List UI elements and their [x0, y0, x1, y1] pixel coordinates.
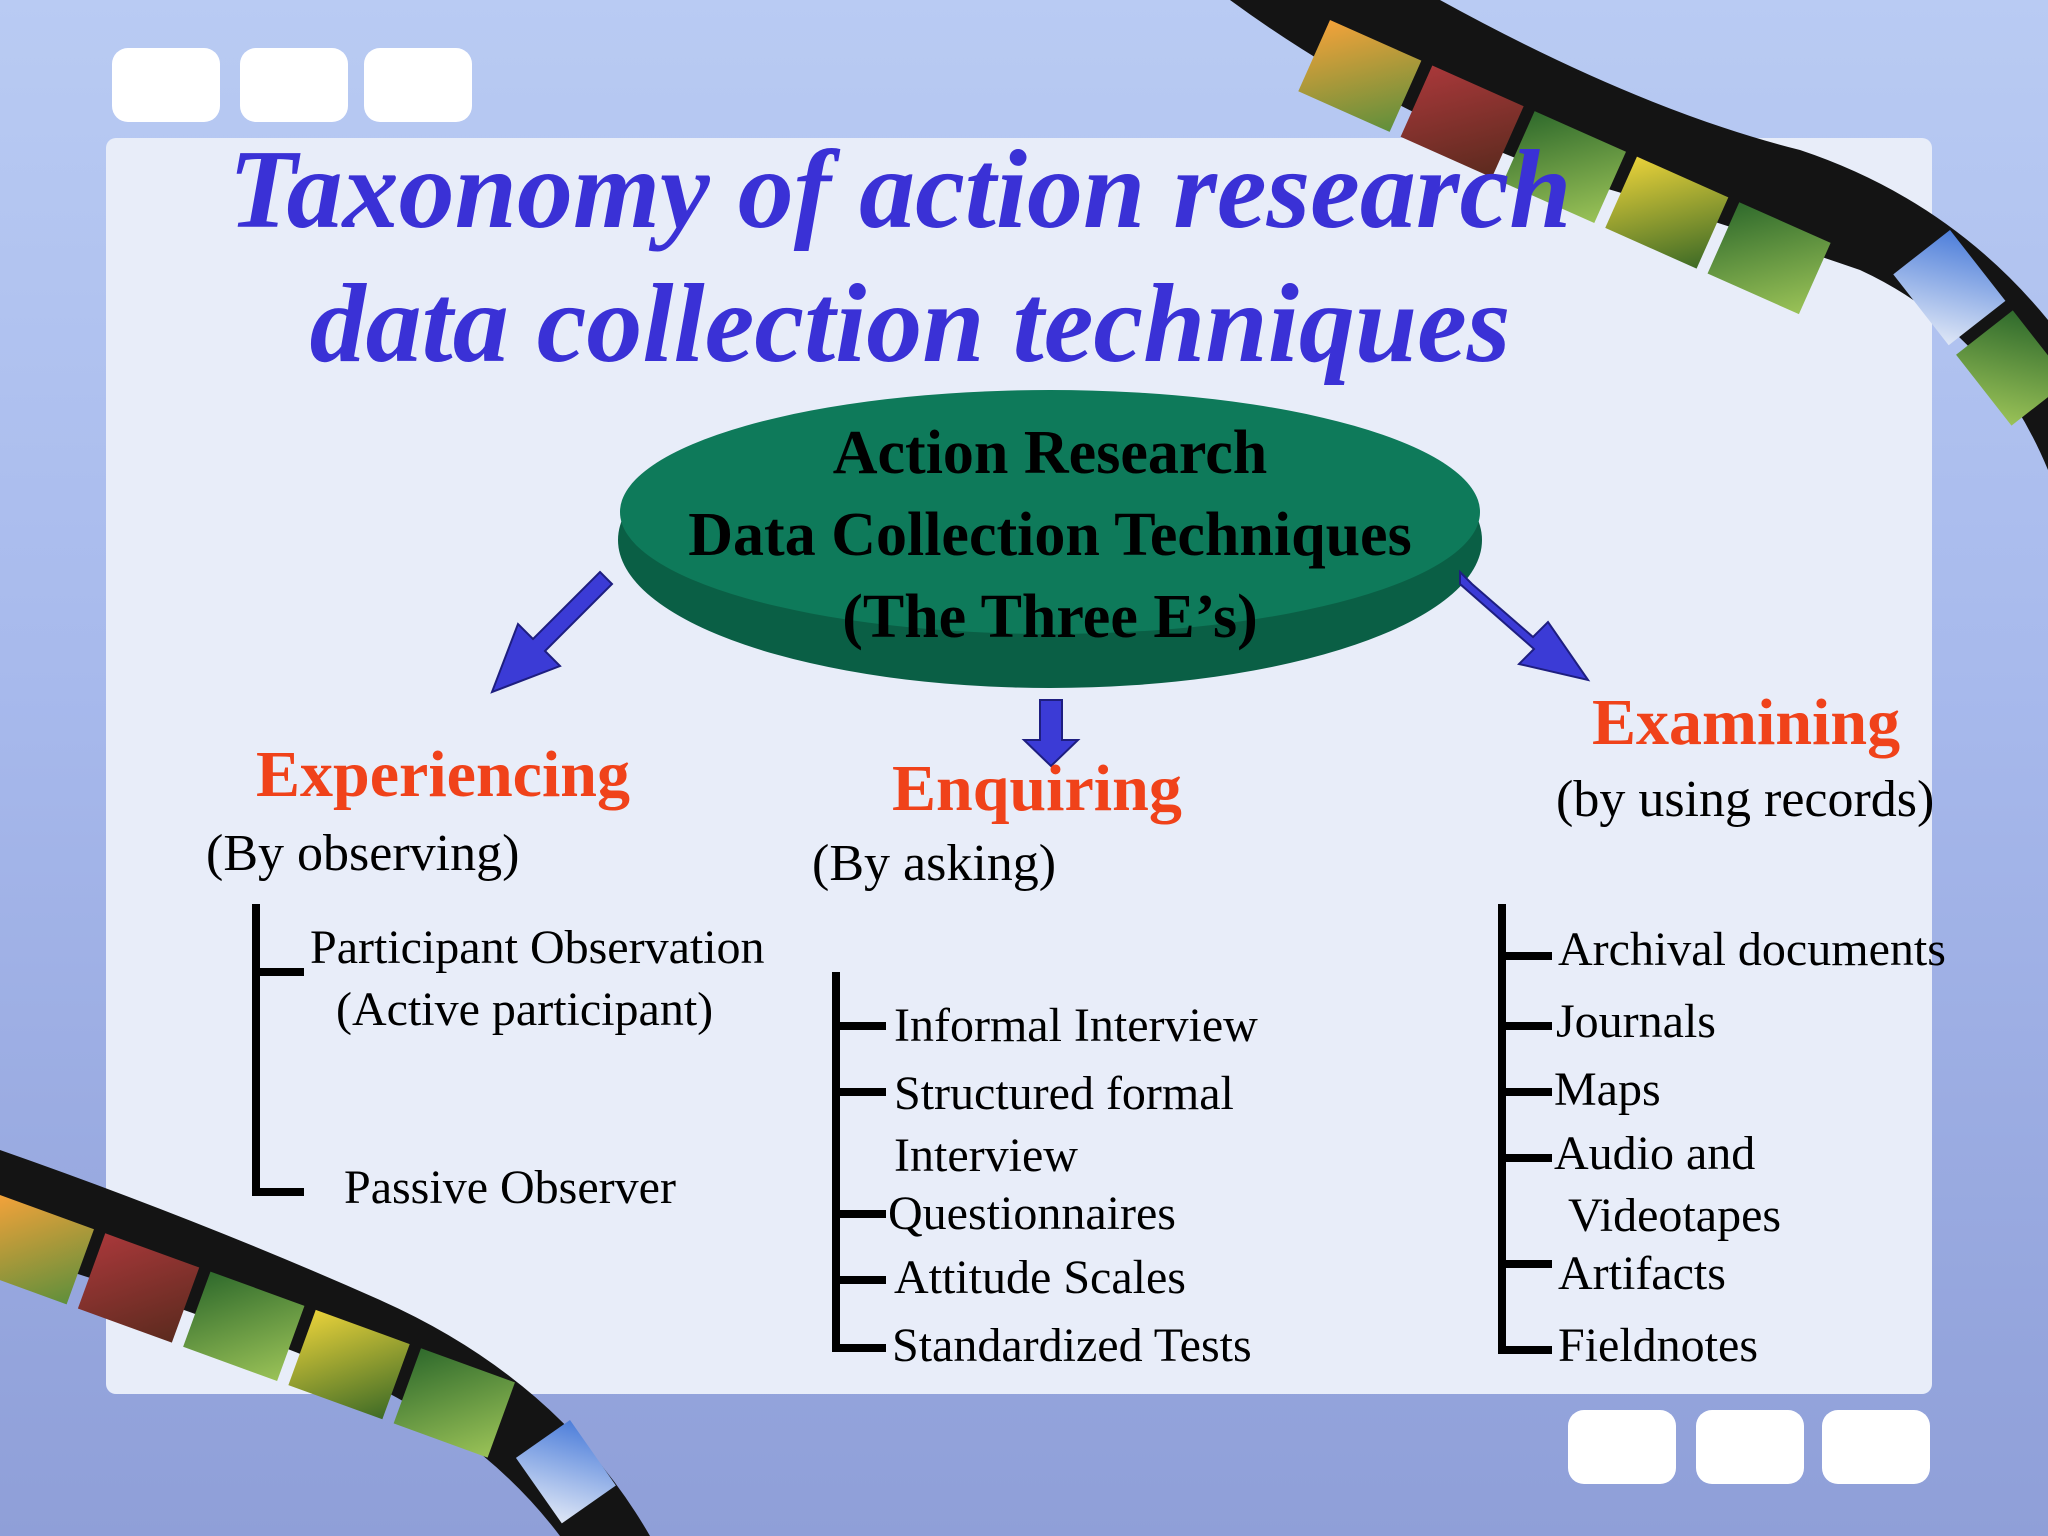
list-item: Questionnaires [888, 1187, 1176, 1240]
enquiring-bracket-tick [832, 1022, 886, 1030]
list-item: Interview [894, 1129, 1078, 1182]
list-item: Informal Interview [894, 999, 1258, 1052]
list-item: Structured formal [894, 1067, 1234, 1120]
bottom-right-tab-1 [1568, 1410, 1676, 1484]
examining-bracket-tick [1498, 952, 1552, 960]
enquiring-bracket-tick [832, 1344, 886, 1352]
center-oval [620, 390, 1480, 634]
list-item: Journals [1556, 995, 1716, 1048]
enquiring-bracket-tick [832, 1210, 886, 1218]
examining-bracket-vertical [1498, 904, 1506, 1354]
enquiring-bracket-vertical [832, 972, 840, 1352]
examining-bracket-tick [1498, 1088, 1552, 1096]
experiencing-bracket-vertical [252, 904, 260, 1196]
list-item: (Active participant) [336, 983, 714, 1036]
examining-subheading: (by using records) [1556, 771, 1935, 828]
list-item: Maps [1554, 1063, 1661, 1116]
list-item: Archival documents [1558, 923, 1946, 976]
film-strip-icon [0, 1150, 650, 1536]
list-item: Participant Observation [310, 921, 765, 974]
list-item: Artifacts [1558, 1247, 1726, 1300]
list-item: Attitude Scales [894, 1251, 1186, 1304]
examining-bracket-tick [1498, 1154, 1552, 1162]
center-line-3: (The Three E’s) [842, 583, 1258, 651]
enquiring-heading: Enquiring [892, 752, 1182, 825]
center-line-2: Data Collection Techniques [688, 501, 1412, 569]
enquiring-bracket-tick [832, 1276, 886, 1284]
list-item: Videotapes [1568, 1189, 1782, 1242]
examining-bracket-tick [1498, 1260, 1552, 1268]
experiencing-subheading: (By observing) [206, 825, 520, 882]
bottom-right-tab-2 [1696, 1410, 1804, 1484]
top-left-tab-1 [112, 48, 220, 122]
top-left-tab-2 [240, 48, 348, 122]
examining-bracket-tick [1498, 1022, 1552, 1030]
center-line-1: Action Research [832, 419, 1268, 487]
bottom-right-tab-3 [1822, 1410, 1930, 1484]
down-right-arrow-icon [1459, 569, 1591, 682]
experiencing-bracket-tick-1 [252, 968, 304, 976]
slide-title-line-2: data collection techniques [309, 262, 1511, 386]
experiencing-bracket-tick-2 [252, 1188, 304, 1196]
slide-title-line-1: Taxonomy of action research [228, 128, 1572, 252]
examining-heading: Examining [1592, 686, 1901, 759]
enquiring-bracket-tick [832, 1088, 886, 1096]
content-panel [106, 138, 1932, 1394]
list-item: Audio and [1554, 1127, 1756, 1180]
list-item: Fieldnotes [1558, 1319, 1758, 1372]
down-arrow-icon [1021, 699, 1081, 768]
top-left-tab-3 [364, 48, 472, 122]
down-left-arrow-icon [490, 570, 614, 694]
film-strip-icon [1230, 0, 2048, 470]
enquiring-subheading: (By asking) [812, 835, 1057, 892]
examining-bracket-tick [1498, 1346, 1552, 1354]
list-item: Passive Observer [344, 1161, 676, 1214]
list-item: Standardized Tests [892, 1319, 1252, 1372]
experiencing-heading: Experiencing [256, 738, 630, 811]
